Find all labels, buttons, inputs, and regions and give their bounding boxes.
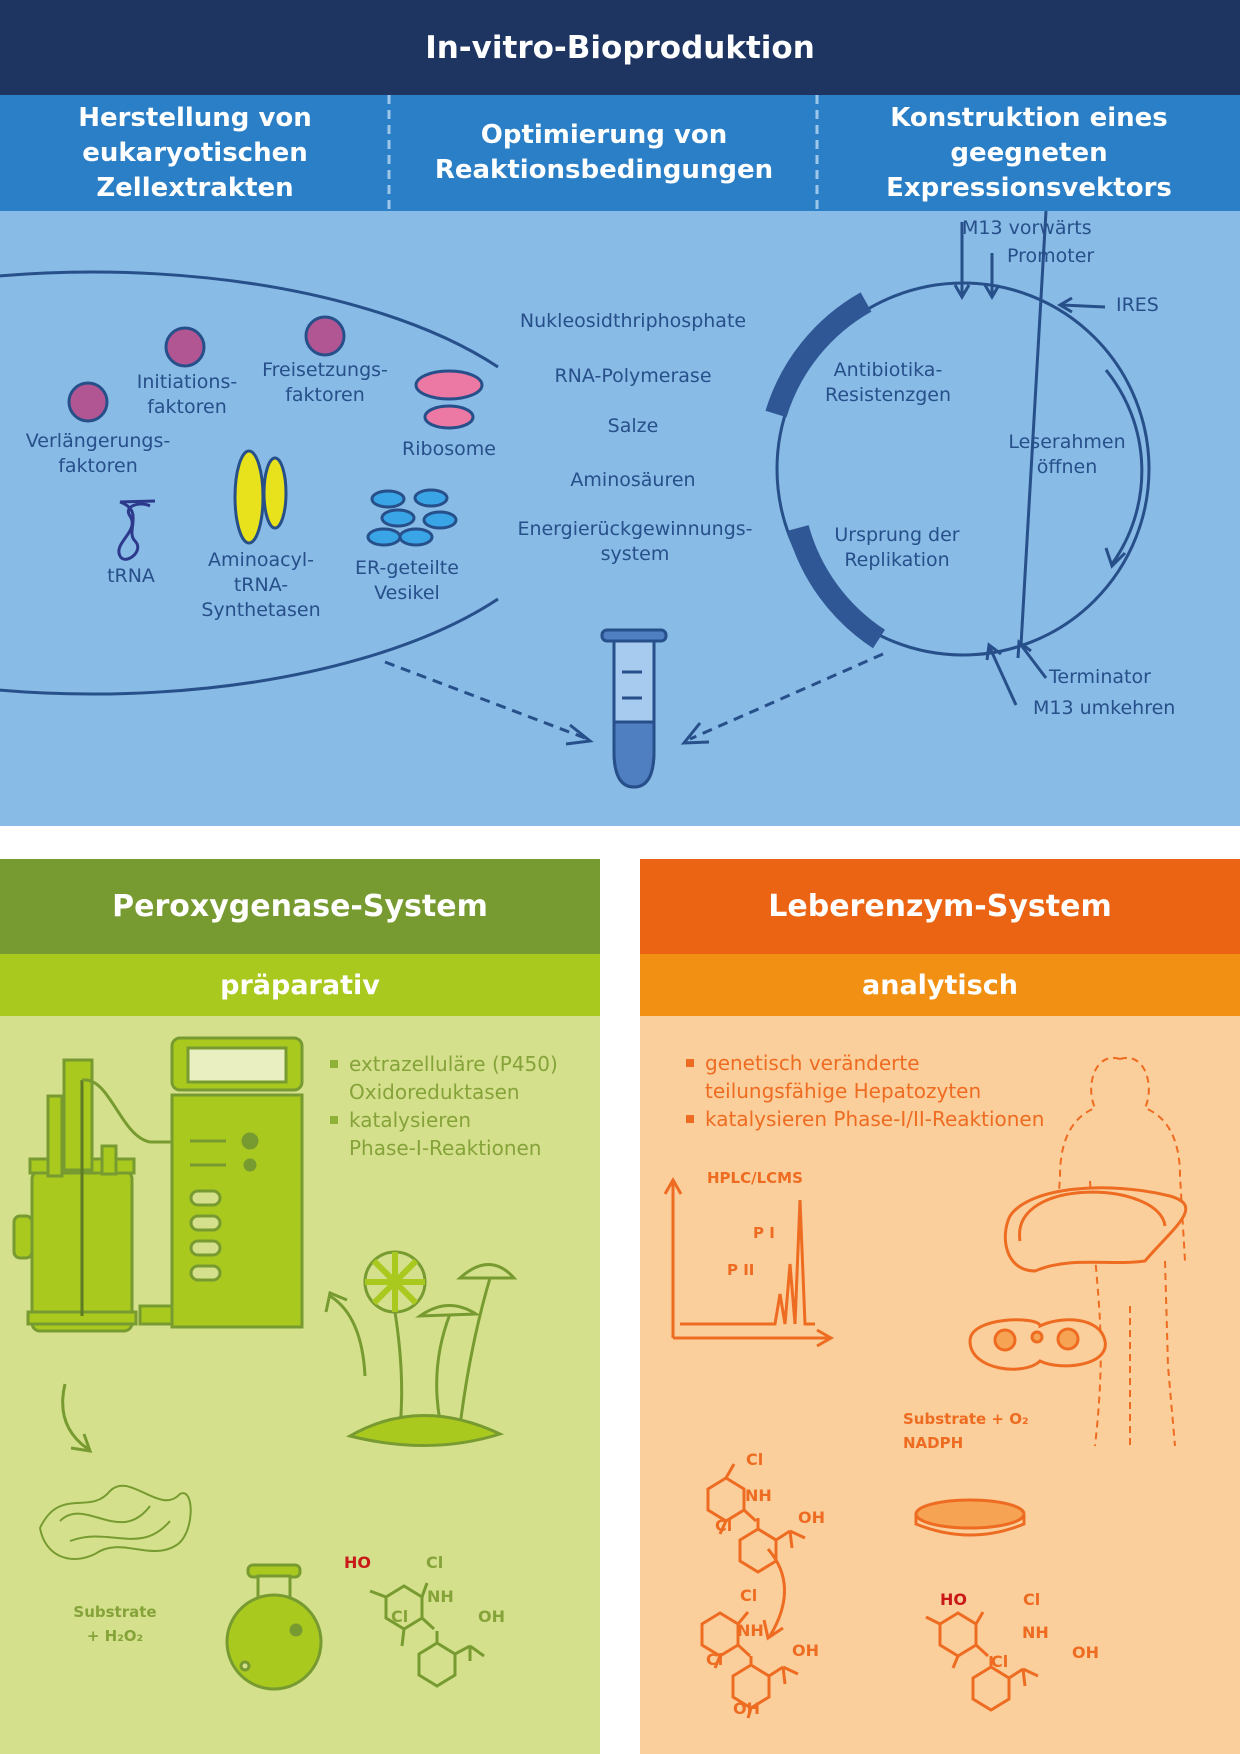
orf-label: Leserahmen öffnen: [1008, 431, 1126, 478]
hydroxy-diclofenac-molecule-b: [925, 1611, 1039, 1712]
metabolism-arrow: [766, 1548, 786, 1637]
liver-subtitle: analytisch: [640, 954, 1240, 1016]
liver-title: Leberenzym-System: [640, 859, 1240, 954]
vesicles-icon: [366, 488, 458, 547]
mol-cl-label: Cl: [746, 1450, 764, 1469]
diclofenac-molecule: [706, 1463, 806, 1574]
origin-segment: [787, 524, 886, 649]
trna-label: tRNA: [107, 565, 155, 587]
mol-nh-label: NH: [745, 1486, 772, 1505]
antibiotic-gene-segment: [765, 292, 872, 418]
arrow-vector-to-tube: [689, 652, 884, 741]
orf-arrow: [1104, 369, 1144, 565]
mol-nh-label: NH: [1022, 1623, 1049, 1642]
elongation-factors-label: Verlängerungs- faktoren: [25, 430, 171, 477]
bullet-item: genetisch veränderte teilungsfähige Hepa…: [686, 1049, 1096, 1105]
liver-illustration: [663, 1056, 1188, 1719]
mol-oh-label: OH: [478, 1607, 505, 1626]
release-factors-label: Freisetzungs- faktoren: [262, 359, 388, 406]
peak-p1-label: P I: [753, 1224, 775, 1242]
mol-cl-label: Cl: [391, 1607, 409, 1626]
mol-ho-label: HO: [940, 1590, 967, 1609]
section-header-bar: [0, 95, 1240, 211]
peroxygenase-bullets: extrazelluläre (P450) Oxidoreduktasen ka…: [330, 1050, 595, 1162]
ires-label: IRES: [1116, 294, 1159, 316]
bullet-item: katalysieren Phase-I-Reaktionen: [330, 1106, 595, 1162]
arrow-reactor-enzyme: [61, 1383, 89, 1451]
reaction-tube-icon: [600, 628, 668, 789]
column-vector-heading: Konstruktion eines geegneten Expressions…: [886, 102, 1172, 203]
bullet-item: extrazelluläre (P450) Oxidoreduktasen: [330, 1050, 595, 1106]
mol-cl-label: Cl: [426, 1553, 444, 1572]
condition-salts: Salze: [607, 415, 659, 437]
peroxygenase-title: Peroxygenase-System: [0, 859, 600, 954]
petri-dish-icon: [914, 1498, 1026, 1537]
promoter-label: Promoter: [1007, 245, 1095, 267]
bullet-item: katalysieren Phase-I/II-Reaktionen: [686, 1105, 1096, 1133]
peroxygenase-subtitle: präparativ: [0, 954, 600, 1016]
arrow-bioreactor-fungi: [329, 1294, 367, 1377]
mol-cl-label: Cl: [706, 1650, 724, 1669]
synthetase-large-icon: [233, 449, 265, 545]
mol-nh-label: NH: [737, 1621, 764, 1640]
peak-p2-label: P II: [727, 1261, 755, 1279]
mol-cl-label: Cl: [740, 1586, 758, 1605]
antibiotic-gene-label: Antibiotika- Resistenzgen: [824, 359, 952, 406]
substrate-h2o2-label: Substrate + H₂O₂: [73, 1603, 157, 1645]
liver-organ-icon: [1003, 1186, 1188, 1273]
round-flask-icon: [225, 1563, 323, 1691]
mol-oh-label: OH: [1072, 1643, 1099, 1662]
page-title: In-vitro-Bioproduktion: [0, 0, 1240, 95]
mol-cl-label: Cl: [991, 1652, 1009, 1671]
mol-cl-label: Cl: [715, 1516, 733, 1535]
enzyme-structure-icon: [38, 1484, 192, 1560]
fungi-icon: [346, 1250, 518, 1448]
substrate-o2-label: Substrate + O₂ NADPH: [903, 1410, 1029, 1452]
hepatocyte-icon: [968, 1318, 1107, 1371]
ribosome-small-icon: [423, 404, 475, 430]
chromatogram-icon: [663, 1176, 835, 1348]
condition-energy-system: Energierückgewinnungs- system: [517, 518, 753, 565]
mol-oh-label: OH: [798, 1508, 825, 1527]
cell-extract-outline: [0, 270, 499, 696]
condition-amino-acids: Aminosäuren: [570, 469, 696, 491]
m13-forward-label: M13 vorwärts: [962, 217, 1092, 239]
ribosome-label: Ribosome: [402, 438, 496, 460]
hydroxy-diclofenac-molecule-a: [700, 1611, 799, 1719]
trna-icon: [117, 499, 156, 561]
bioproduction-diagram: [0, 211, 1151, 789]
peroxygenase-illustration: [12, 1036, 518, 1691]
hydroxylated-diclofenac-molecule: [369, 1582, 485, 1688]
vesicles-label: ER-geteilte Vesikel: [355, 557, 459, 604]
terminator-label: Terminator: [1049, 666, 1151, 688]
bioreactor-icon: [12, 1036, 304, 1333]
liver-bullets: genetisch veränderte teilungsfähige Hepa…: [686, 1049, 1096, 1133]
mol-ho-label: HO: [344, 1553, 371, 1572]
synthetases-label: Aminoacyl- tRNA- Synthetasen: [201, 549, 321, 621]
column-extracts-heading: Herstellung von eukaryotischen Zellextra…: [78, 102, 312, 203]
elongation-factor-dot: [67, 381, 109, 423]
initiation-factor-dot: [164, 326, 206, 368]
mol-oh-label: OH: [733, 1699, 760, 1718]
origin-label: Ursprung der Replikation: [834, 524, 960, 571]
vector-marker-arrows: [953, 211, 1106, 706]
mol-nh-label: NH: [427, 1587, 454, 1606]
column-conditions-heading: Optimierung von Reaktionsbedingungen: [434, 120, 774, 185]
condition-ntp: Nukleosidthriphosphate: [519, 310, 747, 332]
mol-oh-label: OH: [792, 1641, 819, 1660]
initiation-factors-label: Initiations- faktoren: [136, 371, 238, 418]
ribosome-large-icon: [414, 369, 484, 401]
condition-polymerase: RNA-Polymerase: [554, 365, 712, 387]
column-dividers: [387, 95, 819, 211]
synthetase-small-icon: [262, 456, 288, 530]
hplc-label: HPLC/LCMS: [707, 1169, 803, 1187]
mol-cl-label: Cl: [1023, 1590, 1041, 1609]
arrow-extract-to-tube: [384, 660, 586, 740]
release-factor-dot: [304, 315, 346, 357]
m13-reverse-label: M13 umkehren: [1033, 697, 1176, 719]
